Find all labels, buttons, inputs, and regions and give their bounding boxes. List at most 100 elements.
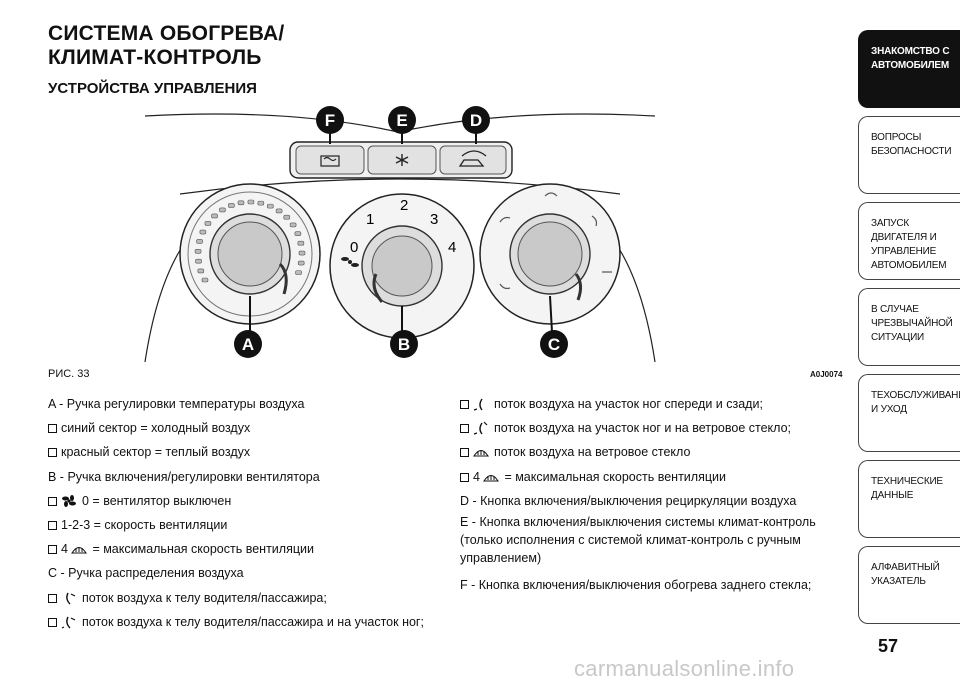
car-recirculation-icon <box>458 150 487 167</box>
climate-panel-illustration: 0 1 2 3 4 F <box>144 106 656 363</box>
callout-d-label: D <box>470 111 482 130</box>
item-c: C - Ручка распределения воздуха <box>48 566 244 581</box>
tab-intro[interactable]: ЗНАКОМСТВО С АВТОМОБИЛЕМ <box>858 30 960 108</box>
bullet-item: поток воздуха на ветровое стекло <box>460 440 840 464</box>
item-b: B - Ручка включения/регулировки вентилят… <box>48 469 320 484</box>
bullet-item: поток воздуха к телу водителя/пассажира … <box>48 610 428 634</box>
checkbox-bullet-icon <box>48 424 57 434</box>
tab-maintenance[interactable]: ТЕХОБСЛУЖИВАНИЕ И УХОД <box>858 374 960 452</box>
temperature-scale-dot <box>228 203 235 208</box>
fan-scale-1: 1 <box>366 211 374 228</box>
bullet-item: поток воздуха на участок ног и на ветров… <box>460 416 840 440</box>
temperature-scale-dot <box>297 260 305 266</box>
airflow-feet-windshield-icon <box>473 421 489 435</box>
checkbox-bullet-icon <box>48 521 57 531</box>
temperature-scale-dot <box>195 258 202 264</box>
page-title-line-1: СИСТЕМА ОБОГРЕВА/ <box>48 22 285 45</box>
checkbox-bullet-icon <box>48 593 57 603</box>
temperature-scale-dot <box>247 199 255 205</box>
left-text-column: A - Ручка регулировки температуры воздух… <box>48 392 428 634</box>
item-e: E - Кнопка включения/выключения системы … <box>460 515 816 566</box>
callout-f-label: F <box>325 111 335 130</box>
checkbox-bullet-icon <box>460 400 469 409</box>
tab-technical-data[interactable]: ТЕХНИЧЕСКИЕ ДАННЫЕ <box>858 460 960 538</box>
tab-starting-driving[interactable]: ЗАПУСК ДВИГАТЕЛЯ И УПРАВЛЕНИЕ АВТОМОБИЛЕ… <box>858 202 960 280</box>
temperature-scale-dot <box>298 250 306 256</box>
temperature-scale-dot <box>237 200 245 206</box>
section-subtitle: УСТРОЙСТВА УПРАВЛЕНИЯ <box>48 80 257 97</box>
temperature-scale-dot <box>289 222 297 228</box>
fan-icon <box>61 494 77 508</box>
tab-emergency[interactable]: В СЛУЧАЕ ЧРЕЗВЫЧАЙНОЙ СИТУАЦИИ <box>858 288 960 366</box>
callout-e: E <box>388 106 416 144</box>
windshield-defrost-icon <box>473 445 489 459</box>
bullet-item: поток воздуха к телу водителя/пассажира; <box>48 586 428 610</box>
windshield-defrost-icon <box>483 470 500 484</box>
airflow-body-icon <box>61 591 77 605</box>
page-number: 57 <box>878 636 899 656</box>
temperature-scale-dot <box>204 221 212 226</box>
airflow-feet-icon <box>473 397 489 411</box>
bullet-item: поток воздуха на участок ног спереди и с… <box>460 392 840 416</box>
checkbox-bullet-icon <box>460 448 469 458</box>
fan-scale-2: 2 <box>400 197 408 214</box>
temperature-scale-dot <box>199 229 207 235</box>
page-title-line-2: КЛИМАТ-КОНТРОЛЬ <box>48 46 262 69</box>
tab-safety[interactable]: ВОПРОСЫ БЕЗОПАСНОСТИ <box>858 116 960 194</box>
rear-defrost-button[interactable] <box>295 145 365 175</box>
airflow-body-feet-icon <box>61 615 77 629</box>
callout-d: D <box>462 106 490 144</box>
temperature-scale-dot <box>197 268 205 274</box>
callout-c-label: C <box>548 335 560 354</box>
checkbox-bullet-icon <box>48 545 57 555</box>
temperature-scale-dot <box>196 239 203 244</box>
air-distribution-knob[interactable] <box>479 183 621 325</box>
temperature-scale-dot <box>297 240 305 246</box>
windshield-defrost-icon <box>71 542 88 556</box>
item-f: F - Кнопка включения/выключения обогрева… <box>460 578 812 593</box>
bullet-item: 4 = максимальная скорость вентиляции <box>460 465 840 489</box>
callout-a-label: A <box>242 335 254 354</box>
fan-scale-3: 3 <box>430 211 438 228</box>
figure-label: РИС. 33 <box>48 368 90 380</box>
checkbox-bullet-icon <box>48 448 57 458</box>
temperature-scale-dot <box>295 270 302 275</box>
rear-defrost-icon <box>320 155 340 167</box>
right-text-column: поток воздуха на участок ног спереди и с… <box>460 392 840 597</box>
callout-f: F <box>316 106 344 144</box>
temperature-scale-dot <box>294 231 302 236</box>
checkbox-bullet-icon <box>48 617 57 627</box>
bullet-item: красный сектор = теплый воздух <box>48 440 428 464</box>
figure-code: A0J0074 <box>810 370 843 379</box>
temperature-scale-dot <box>267 203 274 209</box>
temperature-knob[interactable] <box>179 183 321 325</box>
watermark: carmanualsonline.info <box>574 656 795 681</box>
callout-a: A <box>234 296 262 358</box>
temperature-scale-dot <box>201 277 209 283</box>
bullet-item: 1-2-3 = скорость вентиляции <box>48 513 428 537</box>
snowflake-icon <box>395 154 409 166</box>
temperature-scale-dot <box>283 214 291 220</box>
tab-index[interactable]: АЛФАВИТНЫЙ УКАЗАТЕЛЬ <box>858 546 960 624</box>
checkbox-bullet-icon <box>460 472 469 482</box>
callout-e-label: E <box>396 111 407 130</box>
checkbox-bullet-icon <box>48 496 57 506</box>
temperature-scale-dot <box>275 208 283 214</box>
temperature-scale-dot <box>219 207 226 213</box>
checkbox-bullet-icon <box>460 424 469 434</box>
fan-speed-knob[interactable]: 0 1 2 3 4 <box>329 193 475 339</box>
bullet-item: синий сектор = холодный воздух <box>48 416 428 440</box>
bullet-item: 4 = максимальная скорость вентиляции <box>48 537 428 561</box>
callout-b: B <box>390 306 418 358</box>
temperature-scale-dot <box>257 200 265 206</box>
temperature-scale-dot <box>194 248 202 254</box>
fan-scale-0: 0 <box>350 239 358 256</box>
temperature-scale-dot <box>211 213 218 219</box>
callout-c: C <box>540 295 568 358</box>
fan-icon <box>341 257 359 267</box>
item-d: D - Кнопка включения/выключения рециркул… <box>460 493 797 508</box>
climate-control-figure: 0 1 2 3 4 F <box>140 104 660 366</box>
fan-scale-4: 4 <box>448 239 456 256</box>
callout-b-label: B <box>398 335 410 354</box>
page-title: СИСТЕМА ОБОГРЕВА/ КЛИМАТ-КОНТРОЛЬ <box>48 22 284 70</box>
